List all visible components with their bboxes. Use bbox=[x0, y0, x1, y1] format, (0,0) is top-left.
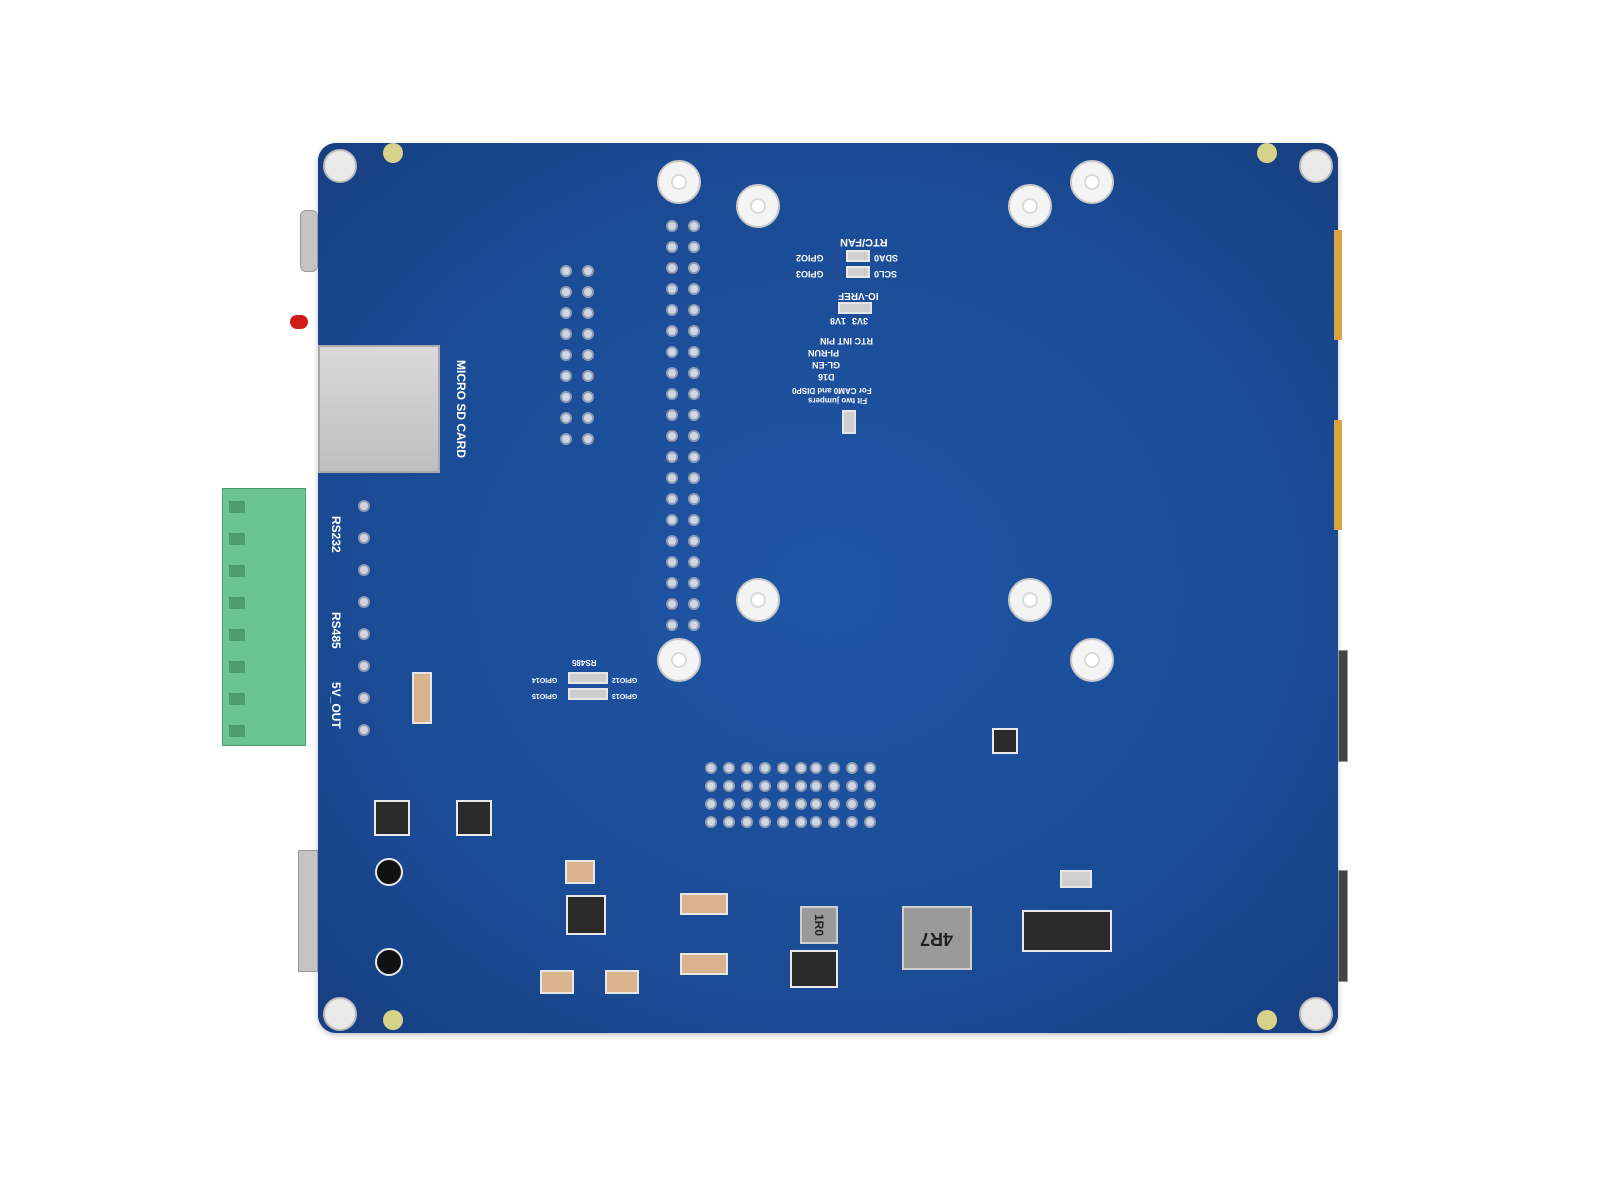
hdmi-connector bbox=[1334, 420, 1342, 530]
pi-run-label: PI-RUN bbox=[808, 348, 839, 358]
standoff-hole bbox=[736, 184, 780, 228]
mount-hole-bottom-left bbox=[323, 997, 357, 1031]
capacitor bbox=[680, 953, 728, 975]
capacitor bbox=[605, 970, 639, 994]
mosfet bbox=[790, 950, 838, 988]
inductor-4r7-label: 4R7 bbox=[920, 928, 954, 949]
pcb-surface bbox=[318, 143, 1338, 1033]
rtc-fan-label: RTC/FAN bbox=[840, 236, 888, 248]
buzzer-pad bbox=[375, 858, 403, 886]
standoff-hole bbox=[736, 578, 780, 622]
scl0-label: SCL0 bbox=[874, 269, 898, 279]
inductor-1r0-label: 1R0 bbox=[811, 913, 826, 937]
inductor-4r7: 4R7 bbox=[902, 906, 972, 970]
fiducial bbox=[1257, 1010, 1277, 1030]
ic-chip bbox=[566, 895, 606, 935]
standoff-hole bbox=[1008, 184, 1052, 228]
sda0-label: SDA0 bbox=[874, 253, 899, 263]
3v3-label: 3V3 bbox=[852, 316, 869, 326]
ic-chip bbox=[992, 728, 1018, 754]
rtc-int-pin-label: RTC INT PIN bbox=[820, 336, 873, 346]
regulator bbox=[456, 800, 492, 836]
jumper-rs485-b bbox=[568, 688, 608, 700]
io-vref-label: IO-VREF bbox=[838, 290, 879, 301]
1v8-label: 1V8 bbox=[830, 316, 847, 326]
capacitor bbox=[680, 893, 728, 915]
bottom-pin-cluster bbox=[705, 762, 807, 828]
rs485-jumper-label: RS485 bbox=[572, 658, 597, 667]
fiducial bbox=[1257, 143, 1277, 163]
gpio3-label: GPIO3 bbox=[796, 269, 824, 279]
standoff-hole bbox=[657, 638, 701, 682]
buzzer-pad bbox=[375, 948, 403, 976]
standoff-hole bbox=[1070, 160, 1114, 204]
gpio12-label: GPIO12 bbox=[612, 676, 638, 683]
regulator bbox=[374, 800, 410, 836]
micro-sd-slot bbox=[318, 345, 440, 473]
secondary-header bbox=[560, 265, 594, 445]
jumper-scl0 bbox=[846, 266, 870, 278]
bottom-pin-cluster bbox=[810, 762, 876, 828]
rs232-label: RS232 bbox=[329, 516, 343, 553]
jumper-cam bbox=[842, 410, 856, 434]
jumper-rs485-a bbox=[568, 672, 608, 684]
usb-c-port bbox=[300, 210, 318, 272]
gpio13-label: GPIO13 bbox=[612, 692, 638, 699]
gpio14-label: GPIO14 bbox=[532, 676, 558, 683]
hdmi-connector bbox=[1334, 230, 1342, 340]
camera-connector bbox=[1338, 870, 1348, 982]
capacitor bbox=[412, 672, 432, 724]
micro-sd-label: MICRO SD CARD bbox=[454, 360, 468, 458]
camera-connector bbox=[1338, 650, 1348, 762]
d16-label: D16 bbox=[818, 372, 835, 382]
gpio2-label: GPIO2 bbox=[796, 253, 824, 263]
standoff-hole bbox=[657, 160, 701, 204]
gpio15-label: GPIO15 bbox=[532, 692, 558, 699]
fiducial bbox=[383, 143, 403, 163]
rs485-label: RS485 bbox=[329, 612, 343, 649]
usb-port bbox=[298, 850, 318, 972]
jumper-sda0 bbox=[846, 250, 870, 262]
crystal bbox=[1060, 870, 1092, 888]
capacitor bbox=[565, 860, 595, 884]
mount-hole-top-right bbox=[1299, 149, 1333, 183]
mount-hole-bottom-right bbox=[1299, 997, 1333, 1031]
standoff-hole bbox=[1070, 638, 1114, 682]
pcb-board bbox=[318, 143, 1338, 1033]
soic-ic bbox=[1022, 910, 1112, 952]
fiducial bbox=[383, 1010, 403, 1030]
gl-en-label: GL-EN bbox=[812, 360, 840, 370]
cam-note-line2: For CAM0 and DISP0 bbox=[792, 386, 872, 395]
standoff-hole bbox=[1008, 578, 1052, 622]
red-led bbox=[290, 315, 308, 329]
5v-out-label: 5V_OUT bbox=[329, 682, 343, 729]
jumper-io-vref bbox=[838, 302, 872, 314]
screw-terminal-block bbox=[222, 488, 306, 746]
capacitor bbox=[540, 970, 574, 994]
cam-note-line1: Fit two jumpers bbox=[808, 396, 868, 405]
terminal-pins bbox=[358, 500, 370, 736]
mount-hole-top-left bbox=[323, 149, 357, 183]
gpio-header-40pin bbox=[666, 220, 700, 631]
inductor-1r0: 1R0 bbox=[800, 906, 838, 944]
